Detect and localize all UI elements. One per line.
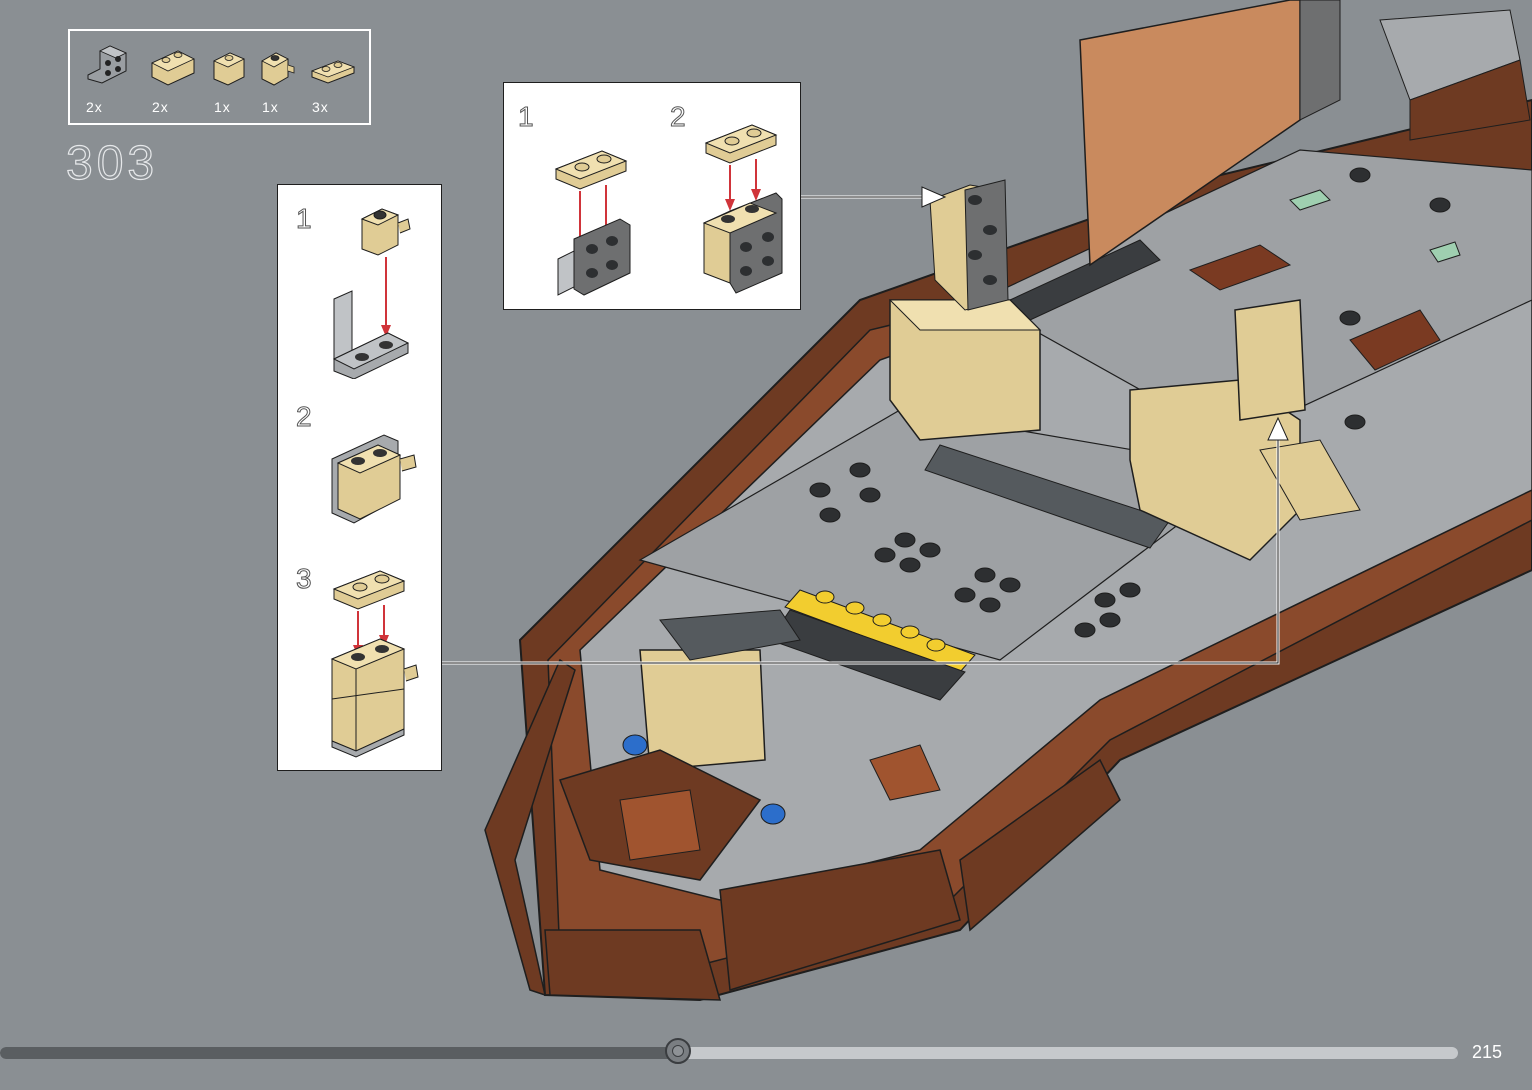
brick-1x1-clip-icon: [258, 41, 298, 91]
substep-3-drawing: [328, 569, 428, 759]
substep-number: 2: [670, 101, 686, 133]
part-brick-1x1: 1x: [210, 41, 260, 123]
substep-top-1-drawing: [550, 149, 640, 299]
substep-2-drawing: [328, 429, 428, 529]
part-qty: 1x: [214, 99, 231, 115]
progress-knob: [665, 1038, 691, 1064]
part-qty: 3x: [312, 99, 329, 115]
plate-1x2-icon: [308, 41, 358, 91]
part-qty: 2x: [152, 99, 169, 115]
brick-1x2-icon: [148, 41, 198, 91]
part-qty: 1x: [262, 99, 279, 115]
callout-subassembly-left: 1 2 3: [277, 184, 442, 771]
brick-1x1-icon: [210, 41, 250, 91]
part-brick-1x2: 2x: [148, 41, 198, 123]
part-plate-1x2: 3x: [308, 41, 358, 123]
part-qty: 2x: [86, 99, 103, 115]
part-bracket: 2x: [82, 41, 132, 123]
substep-number: 1: [518, 101, 534, 133]
page-number: 215: [1472, 1042, 1502, 1063]
progress-fill: [0, 1047, 678, 1059]
bracket-icon: [82, 41, 132, 91]
substep-top-2-drawing: [700, 123, 800, 303]
substep-number: 2: [296, 401, 312, 433]
substep-1-drawing: [328, 199, 428, 379]
substep-number: 3: [296, 563, 312, 595]
parts-list: 2x 2x 1x 1x 3x: [68, 29, 371, 125]
part-brick-1x1-clip: 1x: [258, 41, 308, 123]
substep-number: 1: [296, 203, 312, 235]
step-number: 303: [66, 136, 158, 191]
callout-subassembly-top: 1 2: [503, 82, 801, 310]
